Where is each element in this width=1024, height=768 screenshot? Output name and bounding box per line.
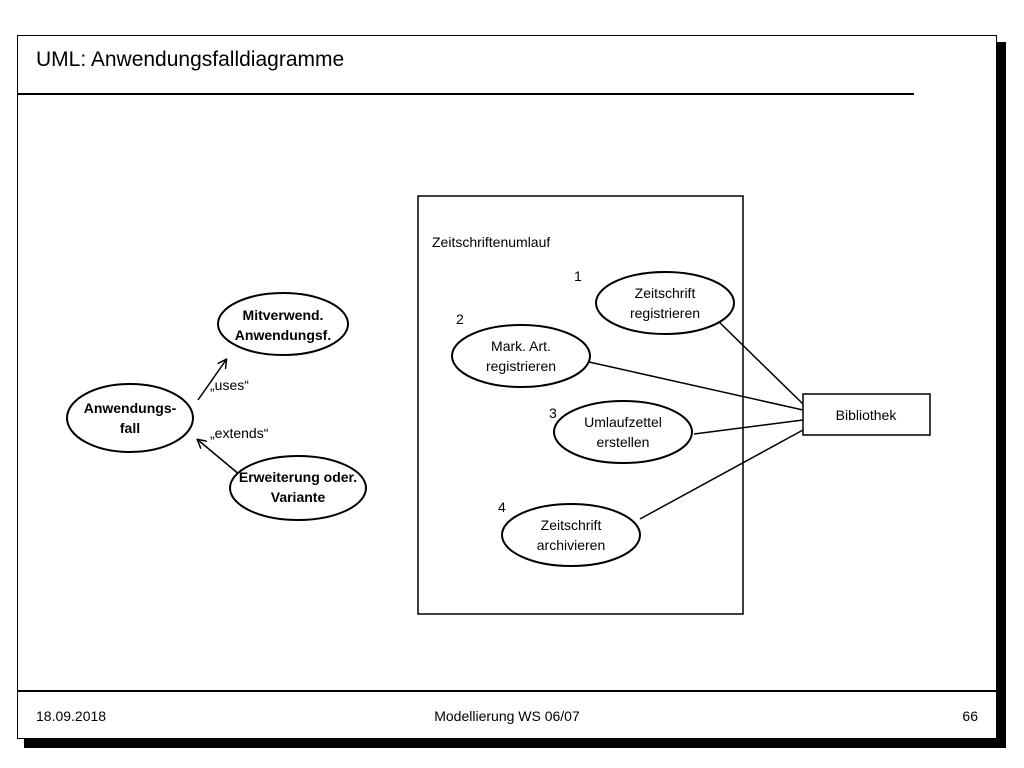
use-case-4-line-1: Zeitschrift xyxy=(541,517,602,533)
footer-date: 18.09.2018 xyxy=(36,708,107,724)
association-line-4 xyxy=(639,429,804,520)
association-line-2 xyxy=(588,361,804,411)
slide-title: UML: Anwendungsfalldiagramme xyxy=(36,48,345,71)
legend-uses-line-2: Anwendungsf. xyxy=(235,327,331,343)
legend-uses-line-1: Mitverwend. xyxy=(243,307,324,323)
use-case-3: 3 Umlaufzettel erstellen xyxy=(549,400,693,464)
use-case-2-number: 2 xyxy=(456,311,464,327)
use-case-1-line-1: Zeitschrift xyxy=(635,285,696,301)
legend-uses-use-case: Mitverwend. Anwendungsf. xyxy=(217,292,349,356)
legend-base-line-2: fall xyxy=(120,420,140,436)
use-case-3-number: 3 xyxy=(549,405,557,421)
use-case-2-line-2: registrieren xyxy=(486,358,556,374)
actor-bibliothek: Bibliothek xyxy=(802,393,931,436)
footer-page-number: 66 xyxy=(962,708,978,724)
use-case-2-line-1: Mark. Art. xyxy=(491,338,551,354)
legend-extends-use-case: Erweiterung oder. Variante xyxy=(229,455,367,521)
system-name: Zeitschriftenumlauf xyxy=(432,234,550,250)
use-case-4-number: 4 xyxy=(498,499,506,515)
use-case-2: 2 Mark. Art. registrieren xyxy=(451,311,591,388)
use-case-1-number: 1 xyxy=(574,268,582,284)
use-case-4: 4 Zeitschrift archivieren xyxy=(498,499,641,567)
title-divider xyxy=(18,93,914,95)
use-case-1-line-2: registrieren xyxy=(630,305,700,321)
legend-extends-line-2: Variante xyxy=(271,489,326,505)
extends-label: „extends“ xyxy=(210,425,269,441)
legend-base-line-1: Anwendungs- xyxy=(84,400,177,416)
uses-label: „uses“ xyxy=(210,377,249,393)
actor-name: Bibliothek xyxy=(836,407,898,423)
uses-arrow xyxy=(197,360,226,401)
use-case-3-line-1: Umlaufzettel xyxy=(584,414,662,430)
association-line-3 xyxy=(693,419,804,435)
use-case-1: 1 Zeitschrift registrieren xyxy=(574,268,735,335)
extends-arrow xyxy=(198,440,241,476)
legend-base-use-case: Anwendungs- fall xyxy=(66,383,194,453)
use-case-4-line-2: archivieren xyxy=(537,537,605,553)
association-line-1 xyxy=(714,317,804,405)
footer-course: Modellierung WS 06/07 xyxy=(434,708,580,724)
footer-divider xyxy=(18,690,996,692)
system-boundary xyxy=(417,195,744,615)
legend-extends-line-1: Erweiterung oder. xyxy=(239,469,357,485)
use-case-3-line-2: erstellen xyxy=(597,434,650,450)
